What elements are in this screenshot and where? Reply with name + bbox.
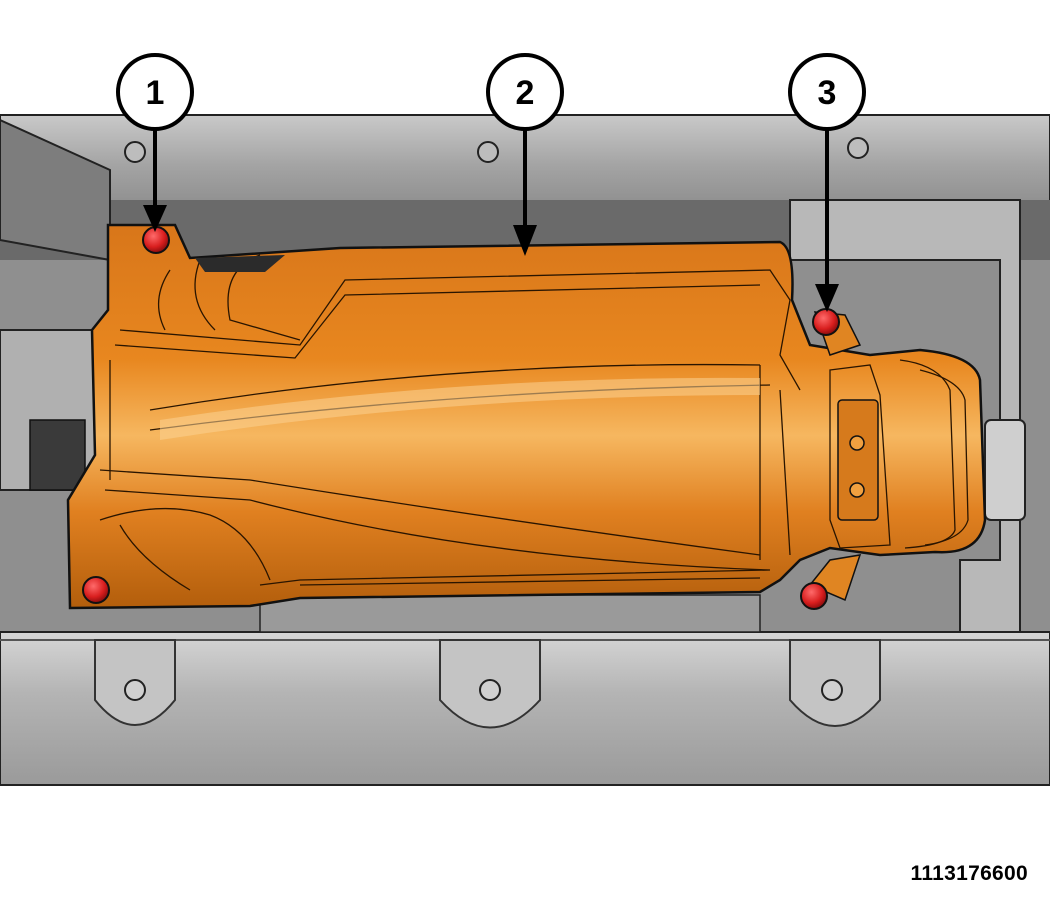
clamp-screw-upper (849, 435, 865, 451)
callout-2-arrowhead-icon (513, 225, 537, 256)
callout-2-number: 2 (516, 74, 535, 112)
callout-3: 3 (788, 53, 866, 312)
lower-rail-bosses (124, 679, 843, 701)
bolt-icon-bottom-left (82, 576, 110, 604)
callout-1-arrowhead-icon (143, 205, 167, 232)
callout-2: 2 (486, 53, 564, 256)
callout-3-circle (788, 53, 866, 131)
bolt-icon-top-right (812, 308, 840, 336)
bolt-icon-top-left (142, 226, 170, 254)
callout-1-number: 1 (146, 74, 165, 112)
right-bracket (789, 199, 1021, 641)
callout-2-circle (486, 53, 564, 131)
clamp-screw-lower (849, 482, 865, 498)
callout-3-arrowhead-icon (815, 284, 839, 312)
left-mount-dark (29, 419, 86, 491)
callout-1-circle (116, 53, 194, 131)
upper-rail-bosses (124, 137, 869, 163)
right-shaft (984, 419, 1026, 521)
bolt-icon-bottom-right (800, 582, 828, 610)
figure-id: 1113176600 (910, 862, 1028, 885)
callouts: 1 2 3 (116, 53, 866, 312)
shield-highlight (160, 377, 760, 440)
callout-3-number: 3 (818, 74, 837, 112)
bolts (82, 226, 840, 610)
lower-structure (259, 594, 761, 633)
callout-1: 1 (116, 53, 194, 232)
clamp-plate (837, 399, 879, 521)
shield-dark-lip (195, 255, 285, 272)
